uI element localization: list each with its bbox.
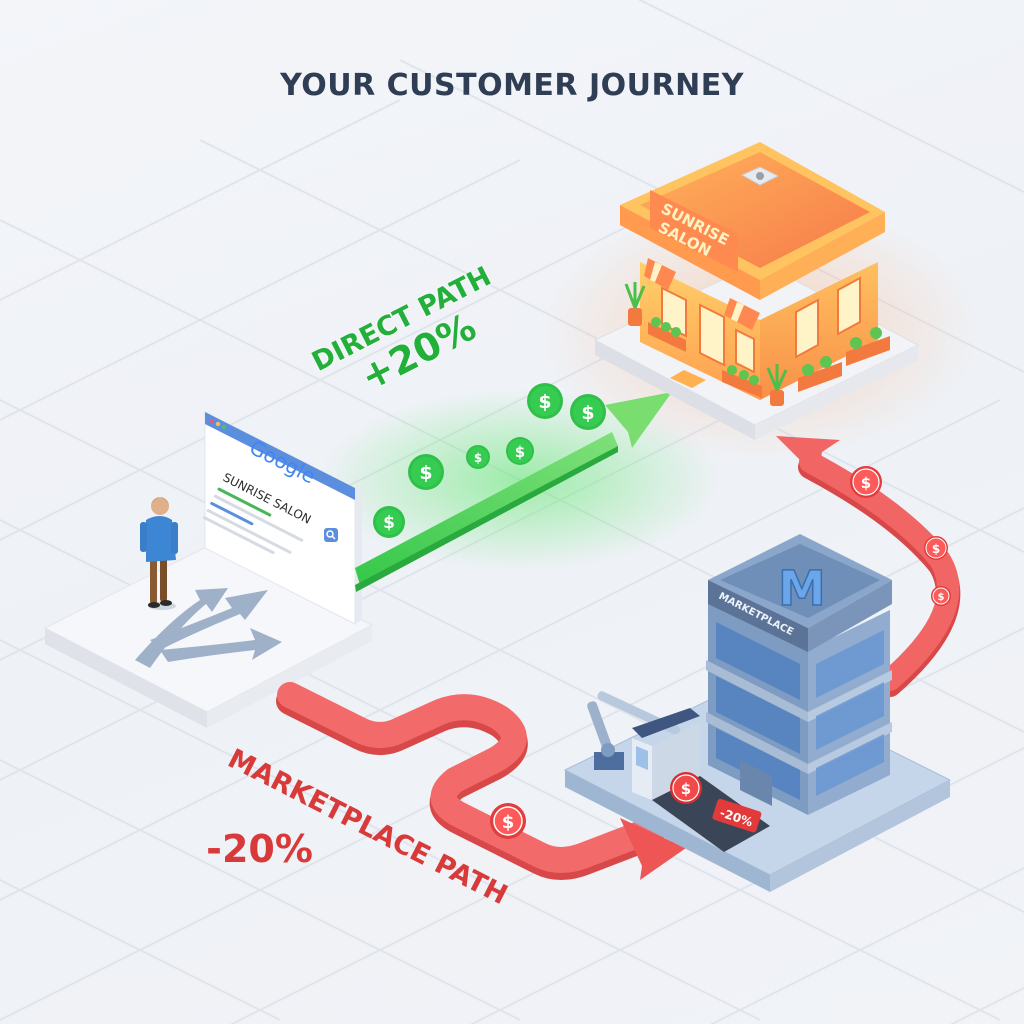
svg-text:$: $ <box>474 451 482 465</box>
marketplace-path-arrow <box>276 682 664 880</box>
search-icon <box>324 528 338 542</box>
svg-text:$: $ <box>383 513 395 533</box>
sunrise-salon-building: SUNRISE SALON <box>593 142 920 440</box>
svg-text:$: $ <box>861 474 871 492</box>
customer-figure <box>140 497 178 610</box>
svg-text:$: $ <box>681 780 691 798</box>
marketplace-fee-coin: $ <box>670 772 702 804</box>
svg-text:$: $ <box>502 812 515 833</box>
svg-text:$: $ <box>538 391 551 413</box>
marketplace-building: MARKETPLACE M $ -20% <box>563 534 952 892</box>
svg-text:$: $ <box>581 402 594 424</box>
fork-arrows-icon <box>135 588 282 668</box>
planters <box>624 282 890 406</box>
svg-text:$: $ <box>419 462 432 484</box>
return-path-coins: $ $ $ <box>850 466 951 606</box>
search-window: Google SUNRISE SALON <box>202 411 362 625</box>
page-title: YOUR CUSTOMER JOURNEY <box>280 68 744 103</box>
svg-text:$: $ <box>515 443 525 461</box>
marketplace-arrowhead <box>620 818 686 880</box>
marketplace-logo: M <box>778 561 826 617</box>
marketplace-fee-tag: -20% <box>712 798 762 833</box>
direct-path-arrow <box>355 392 672 592</box>
marketplace-path-coin: $ <box>490 803 526 839</box>
marketplace-path-change: -20% <box>206 827 313 872</box>
direct-path-coins: $ $ $ $ $ $ <box>373 383 606 538</box>
svg-text:$: $ <box>938 592 945 603</box>
svg-text:$: $ <box>932 542 940 556</box>
